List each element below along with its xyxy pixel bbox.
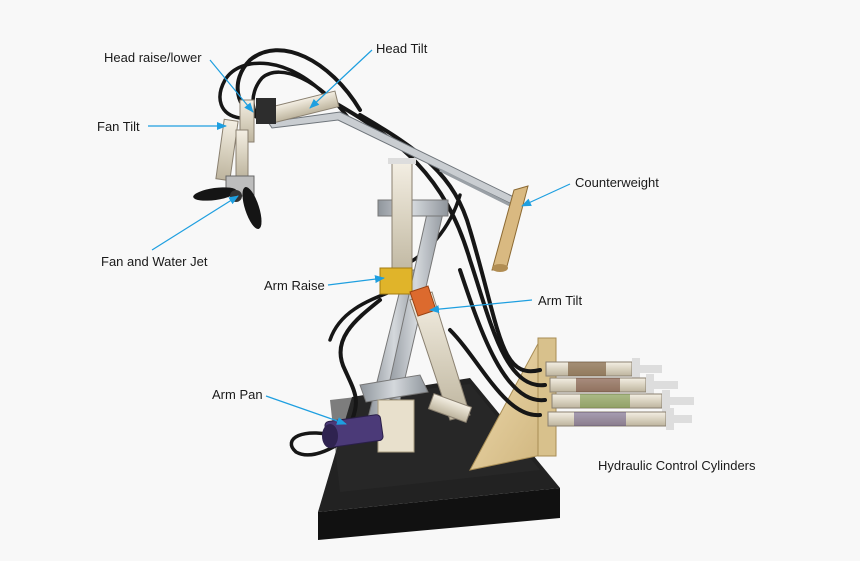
label-head-tilt: Head Tilt — [376, 41, 428, 56]
label-arm-pan: Arm Pan — [212, 387, 263, 402]
callout-lines — [148, 49, 571, 425]
label-fan-tilt: Fan Tilt — [97, 119, 140, 134]
label-fan-and-water-jet: Fan and Water Jet — [101, 254, 208, 269]
callout-head-raise-lower — [209, 59, 254, 113]
head-assembly — [215, 90, 340, 197]
label-hydraulic-control-cylinders: Hydraulic Control Cylinders — [598, 458, 756, 473]
control-syringe — [545, 358, 662, 380]
callout-arm-pan — [265, 395, 347, 425]
callout-arm-raise — [327, 275, 385, 286]
callout-fan-and-water-jet — [151, 195, 239, 251]
callout-head-tilt — [309, 49, 373, 109]
label-arm-tilt: Arm Tilt — [538, 293, 583, 308]
control-syringe — [549, 374, 678, 396]
callout-counterweight — [521, 183, 571, 207]
control-syringe — [551, 390, 694, 412]
counterweight-block — [491, 185, 529, 272]
callout-arm-tilt — [429, 299, 533, 314]
arm-raise-syringe — [379, 158, 416, 295]
control-syringe — [547, 408, 692, 430]
label-counterweight: Counterweight — [575, 175, 659, 190]
arm-pan-assembly — [322, 393, 473, 453]
label-head-raise-lower: Head raise/lower — [104, 50, 202, 65]
label-arm-raise: Arm Raise — [264, 278, 325, 293]
